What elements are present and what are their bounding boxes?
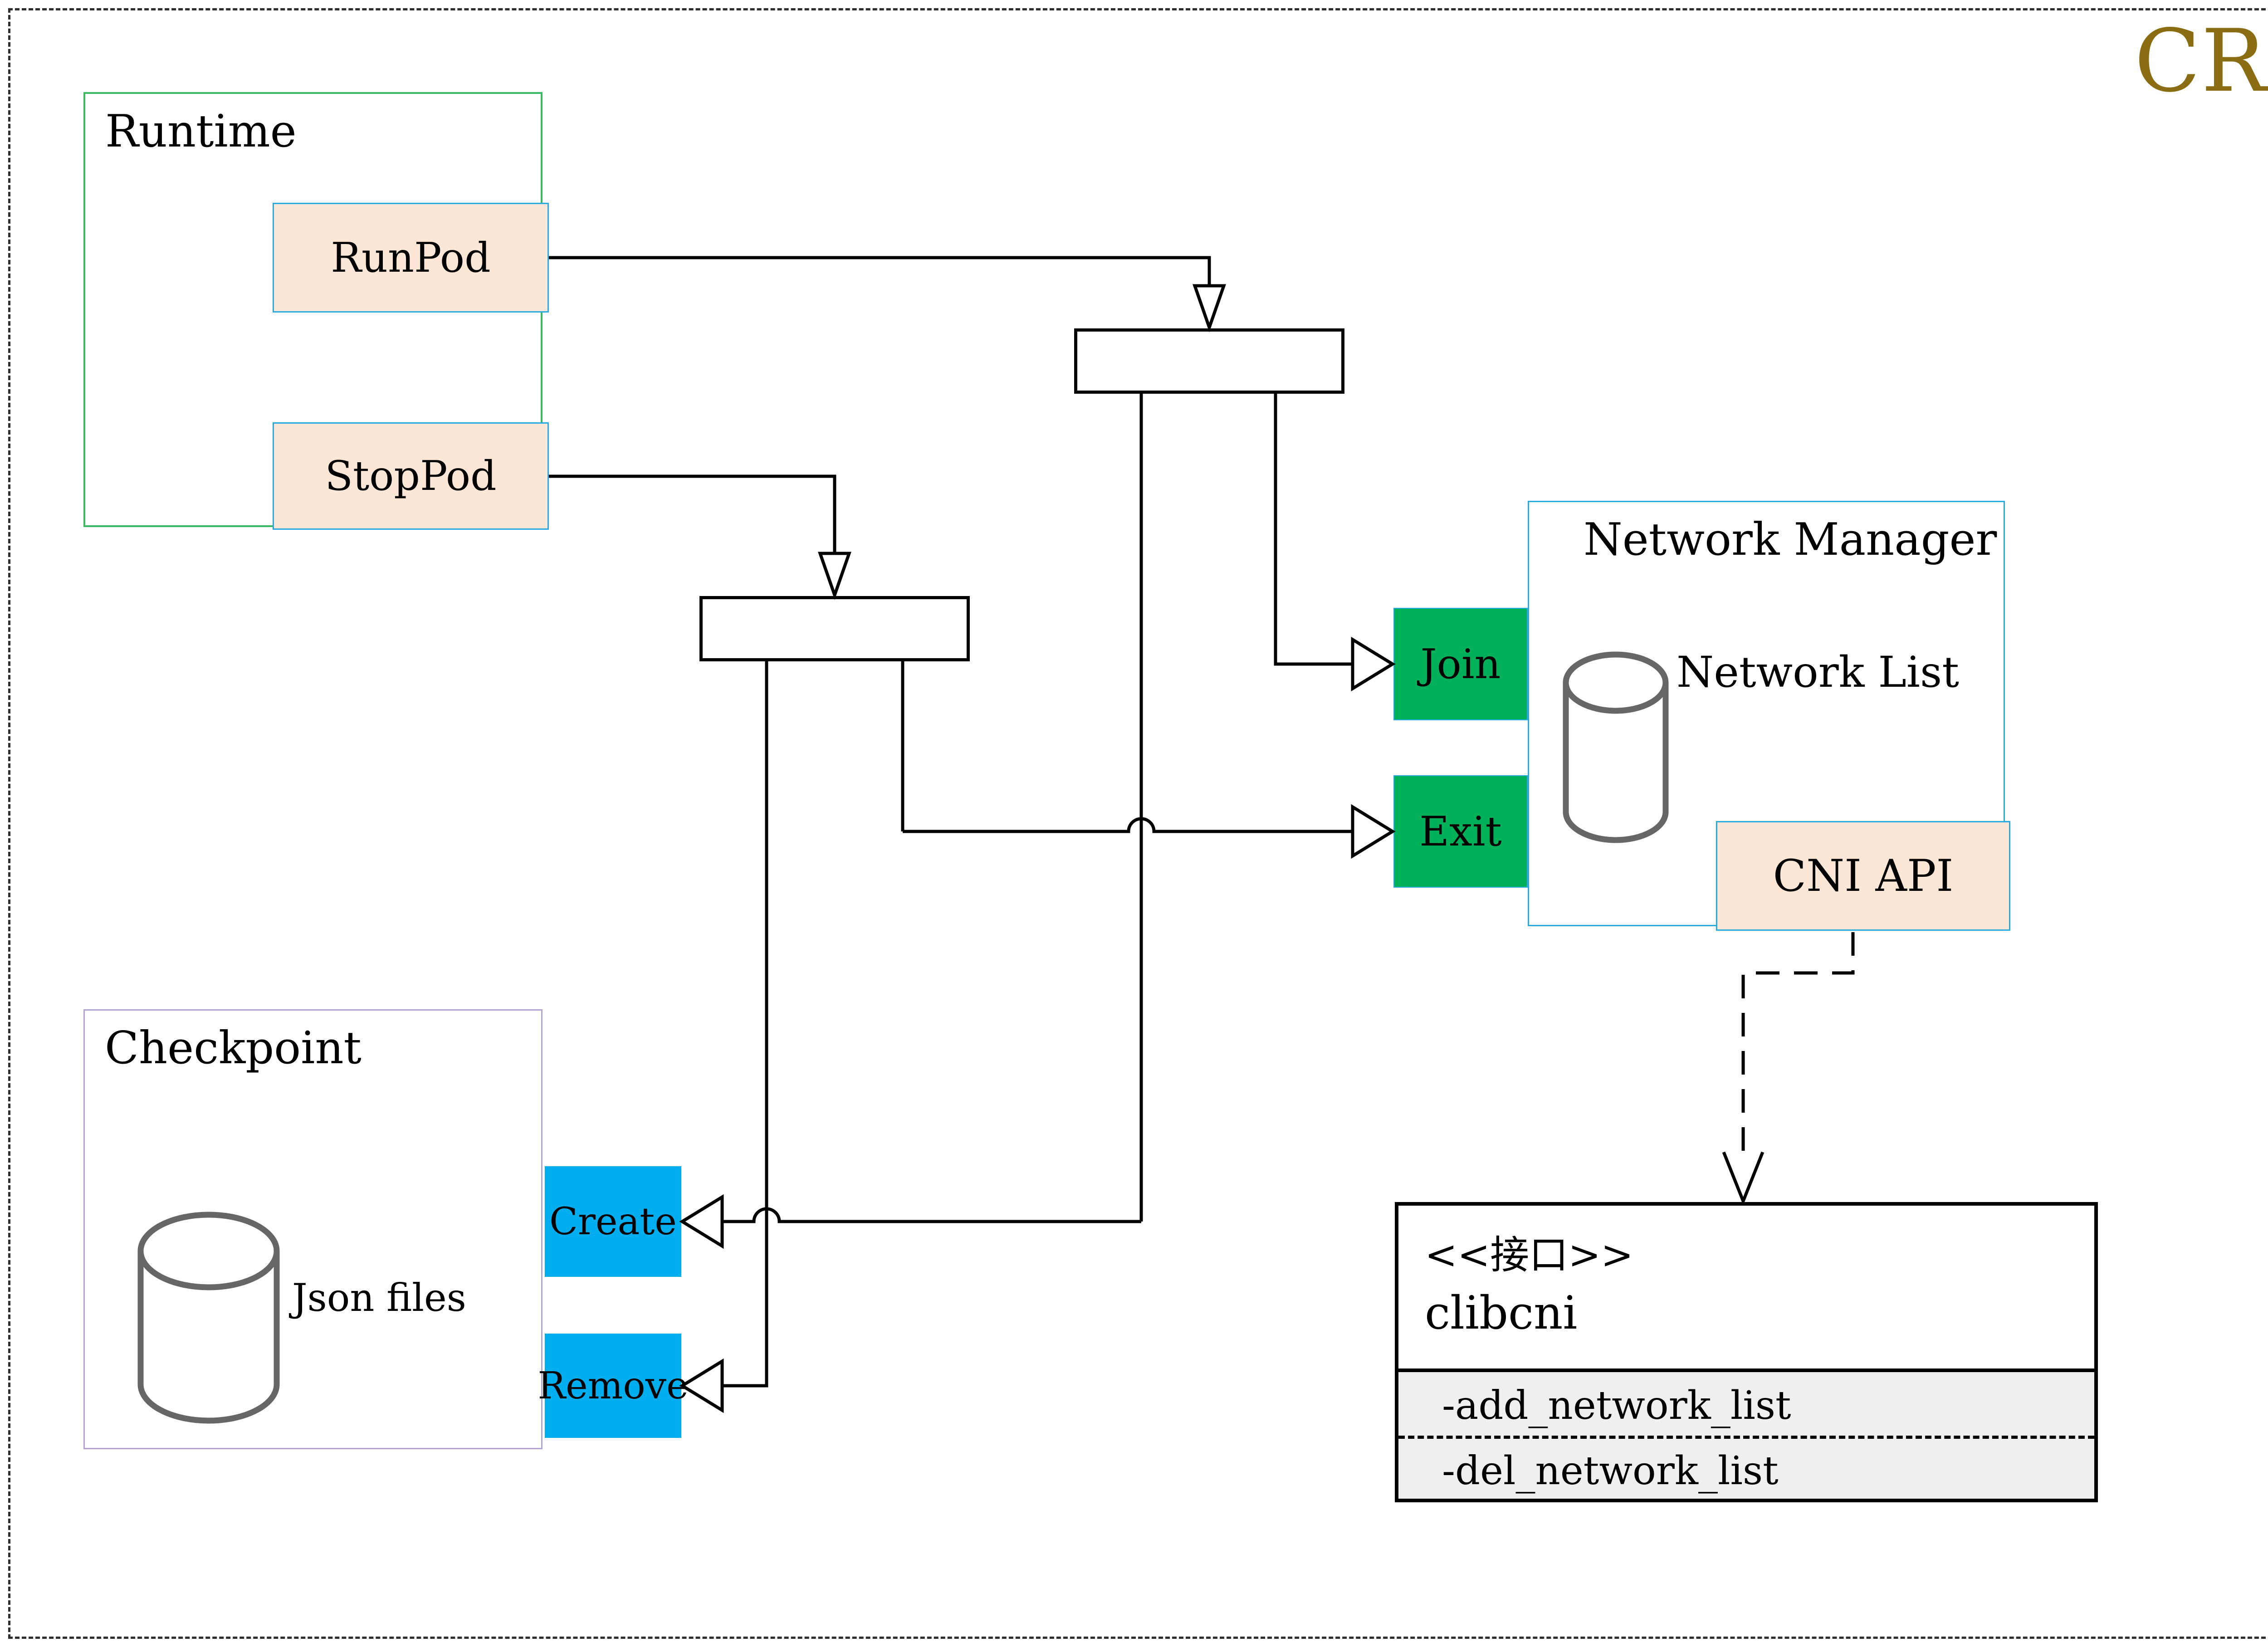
remove-port-button[interactable]: Remove	[538, 1334, 689, 1438]
stoppod-label: StopPod	[325, 452, 497, 500]
runpod-label: RunPod	[331, 234, 491, 282]
clibcni-class-box: <<接口>> clibcni -add_network_list -del_ne…	[1395, 1202, 2098, 1502]
arrowhead-down-node2	[818, 552, 851, 600]
arrowhead-left-create	[679, 1194, 724, 1249]
clibcni-method-del: -del_network_list	[1398, 1436, 2094, 1503]
network-manager-title: Network Manager	[1584, 514, 1997, 566]
clibcni-stereotype: <<接口>>	[1425, 1232, 1634, 1278]
arrowhead-right-exit	[1351, 804, 1396, 859]
connector-node2-to-exit	[901, 661, 1354, 833]
connector-runpod-to-node1	[549, 256, 1211, 288]
create-label: Create	[549, 1200, 677, 1243]
json-files-label: Json files	[292, 1276, 466, 1320]
arrowhead-down-node1	[1193, 284, 1226, 332]
connector-cniapi-to-clibcni-dashed	[1741, 932, 1855, 1162]
checkpoint-title: Checkpoint	[105, 1022, 362, 1074]
exit-label: Exit	[1419, 807, 1502, 855]
clibcni-name: clibcni	[1425, 1286, 1578, 1339]
remove-label: Remove	[538, 1364, 689, 1408]
connector-node1-to-join	[1274, 394, 1354, 666]
process-node-stoppod-flow	[699, 596, 970, 661]
connector-node1-to-create	[723, 394, 1143, 1223]
connector-node2-to-remove	[723, 661, 768, 1388]
clibcni-method-add: -add_network_list	[1442, 1383, 1791, 1428]
cni-api-label: CNI API	[1773, 850, 1954, 901]
clibcni-header: <<接口>> clibcni	[1398, 1206, 2094, 1372]
cni-api-button[interactable]: CNI API	[1716, 821, 2010, 931]
cri-badge: CRI	[2134, 11, 2268, 111]
runpod-button[interactable]: RunPod	[273, 203, 549, 313]
clibcni-method-list: -add_network_list -del_network_list	[1398, 1376, 2094, 1503]
arrowhead-open-clibcni	[1722, 1151, 1765, 1206]
join-port-button[interactable]: Join	[1393, 608, 1528, 720]
exit-port-button[interactable]: Exit	[1393, 775, 1528, 888]
process-node-runpod-flow	[1074, 328, 1344, 394]
network-list-label: Network List	[1677, 648, 1959, 697]
stoppod-button[interactable]: StopPod	[273, 422, 549, 530]
connector-stoppod-to-node2	[549, 474, 836, 555]
join-label: Join	[1420, 640, 1501, 688]
create-port-button[interactable]: Create	[545, 1166, 681, 1277]
checkpoint-container: Checkpoint	[83, 1009, 543, 1449]
runtime-title: Runtime	[105, 106, 297, 157]
arrowhead-right-join	[1351, 636, 1396, 692]
